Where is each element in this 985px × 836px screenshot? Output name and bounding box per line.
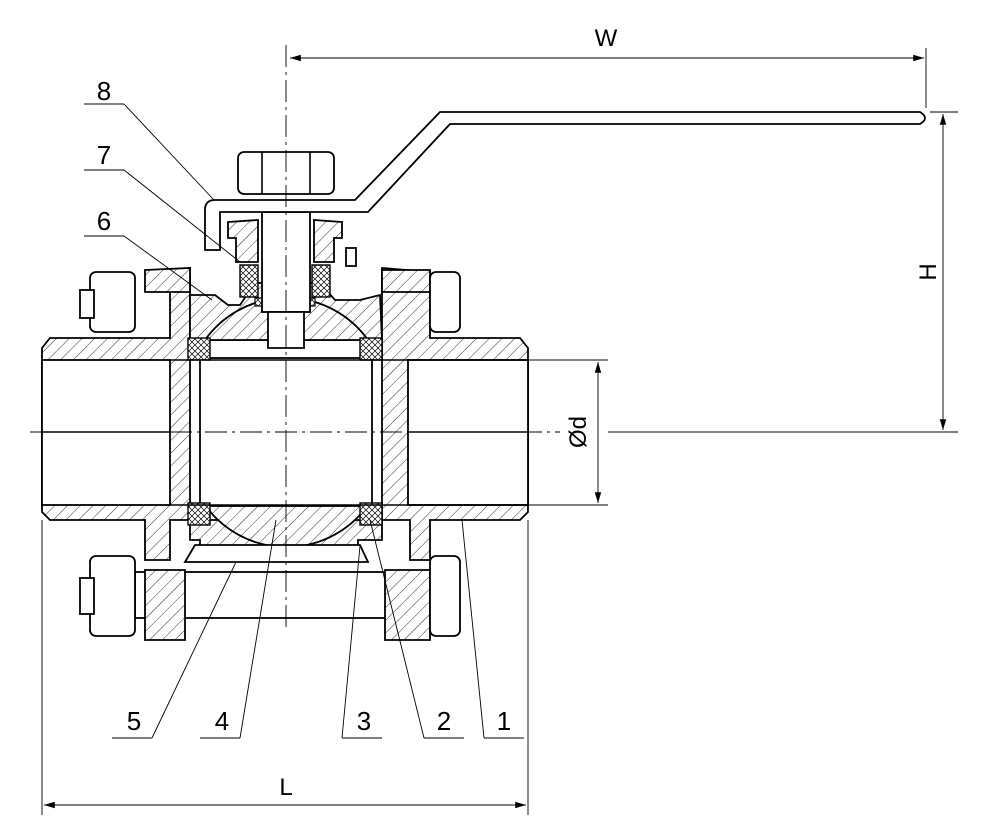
bottom-bolt [134, 544, 436, 641]
dimension-w-label: W [595, 25, 618, 52]
callout-7: 7 [84, 140, 241, 263]
handle [204, 111, 926, 251]
callout-3: 3 [341, 545, 382, 739]
dimension-w: W [290, 25, 927, 108]
label-3: 3 [357, 706, 371, 736]
label-6: 6 [97, 206, 111, 236]
label-1: 1 [497, 706, 511, 736]
callout-1: 1 [461, 519, 524, 739]
gland [227, 219, 357, 267]
label-7: 7 [97, 140, 111, 170]
callout-5: 5 [112, 561, 237, 739]
dimension-h: H [608, 111, 958, 433]
dimension-h-label: H [915, 263, 942, 280]
dimension-l-label: L [279, 774, 292, 801]
callout-8: 8 [84, 76, 215, 201]
label-4: 4 [215, 706, 229, 736]
dimension-bore-label: Ød [565, 416, 592, 448]
dimension-bore: Ød [528, 359, 608, 506]
callout-2: 2 [369, 519, 464, 739]
bolt-heads [79, 271, 461, 637]
seat-left [187, 337, 211, 526]
dimension-l: L [41, 520, 529, 815]
callout-4: 4 [200, 519, 277, 739]
callout-6: 6 [84, 206, 213, 301]
label-5: 5 [127, 706, 141, 736]
label-2: 2 [437, 706, 451, 736]
label-8: 8 [97, 76, 111, 106]
seat-right [359, 337, 383, 526]
